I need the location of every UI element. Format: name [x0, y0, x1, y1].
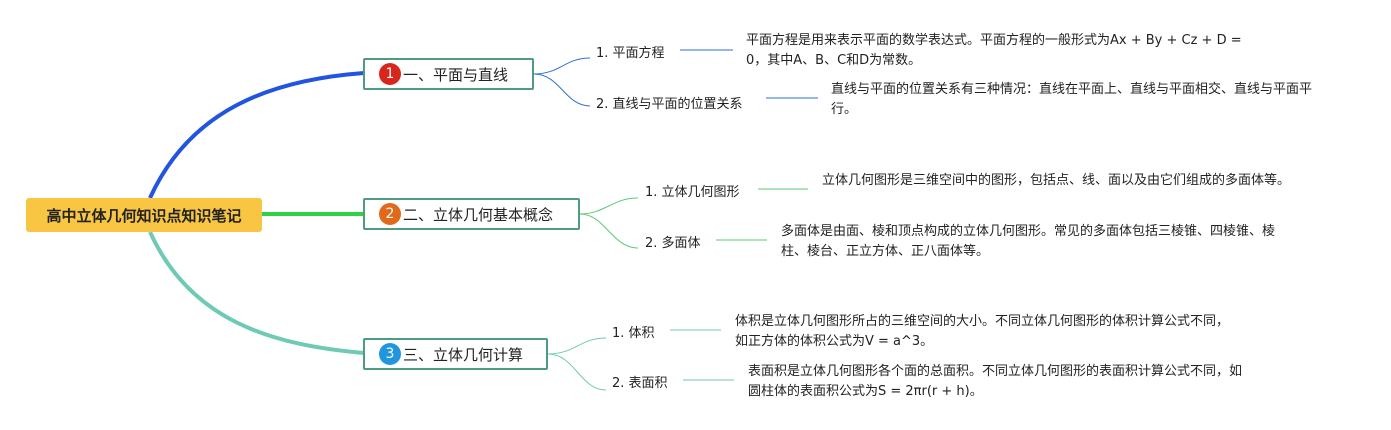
connector-branch-1 [148, 71, 365, 199]
number-badge-1-icon: 1 [379, 63, 401, 85]
branch-node-2[interactable]: 2 二、立体几何基本概念 [363, 198, 580, 230]
connector-branch-3 [148, 231, 365, 355]
subtopic-2-2[interactable]: 2. 多面体 [645, 236, 701, 251]
description-2-1: 立体几何图形是三维空间中的图形，包括点、线、面以及由它们组成的多面体等。 [822, 173, 1291, 188]
description-1-2: 直线与平面的位置关系有三种情况：直线在平面上、直线与平面相交、直线与平面平行。 [831, 82, 1313, 117]
connector-sub-2-2 [579, 213, 639, 249]
description-3-1: 体积是立体几何图形所占的三维空间的大小。不同立体几何图形的体积计算公式不同，如正… [735, 314, 1230, 349]
branch-node-1[interactable]: 1 一、平面与直线 [363, 58, 534, 90]
number-badge-3-icon: 3 [379, 343, 401, 365]
branch-label-1: 一、平面与直线 [403, 65, 509, 84]
root-label: 高中立体几何知识点知识笔记 [46, 206, 242, 225]
description-2-2: 多面体是由面、棱和顶点构成的立体几何图形。常见的多面体包括三棱锥、四棱锥、棱柱、… [781, 224, 1276, 259]
subtopic-1-2[interactable]: 2. 直线与平面的位置关系 [596, 97, 743, 112]
description-1-1: 平面方程是用来表示平面的数学表达式。平面方程的一般形式为Ax + By + Cz… [746, 33, 1242, 68]
connector-sub-1-2 [533, 73, 591, 107]
connector-sub-2-1 [579, 197, 639, 215]
branch-node-3[interactable]: 3 三、立体几何计算 [363, 338, 548, 370]
subtopic-1-1[interactable]: 1. 平面方程 [596, 46, 665, 61]
number-badge-2-icon: 2 [379, 203, 401, 225]
subtopic-3-2[interactable]: 2. 表面积 [612, 376, 668, 391]
connector-sub-3-1 [547, 337, 607, 355]
subtopic-3-1[interactable]: 1. 体积 [612, 326, 655, 341]
description-3-2: 表面积是立体几何图形各个面的总面积。不同立体几何图形的表面积计算公式不同，如圆柱… [748, 364, 1243, 399]
subtopic-2-1[interactable]: 1. 立体几何图形 [645, 185, 740, 200]
branch-label-2: 二、立体几何基本概念 [403, 205, 554, 224]
root-node[interactable]: 高中立体几何知识点知识笔记 [26, 198, 262, 232]
branch-label-3: 三、立体几何计算 [403, 345, 524, 364]
connector-sub-1-1 [533, 57, 591, 75]
connector-sub-3-2 [547, 353, 607, 391]
